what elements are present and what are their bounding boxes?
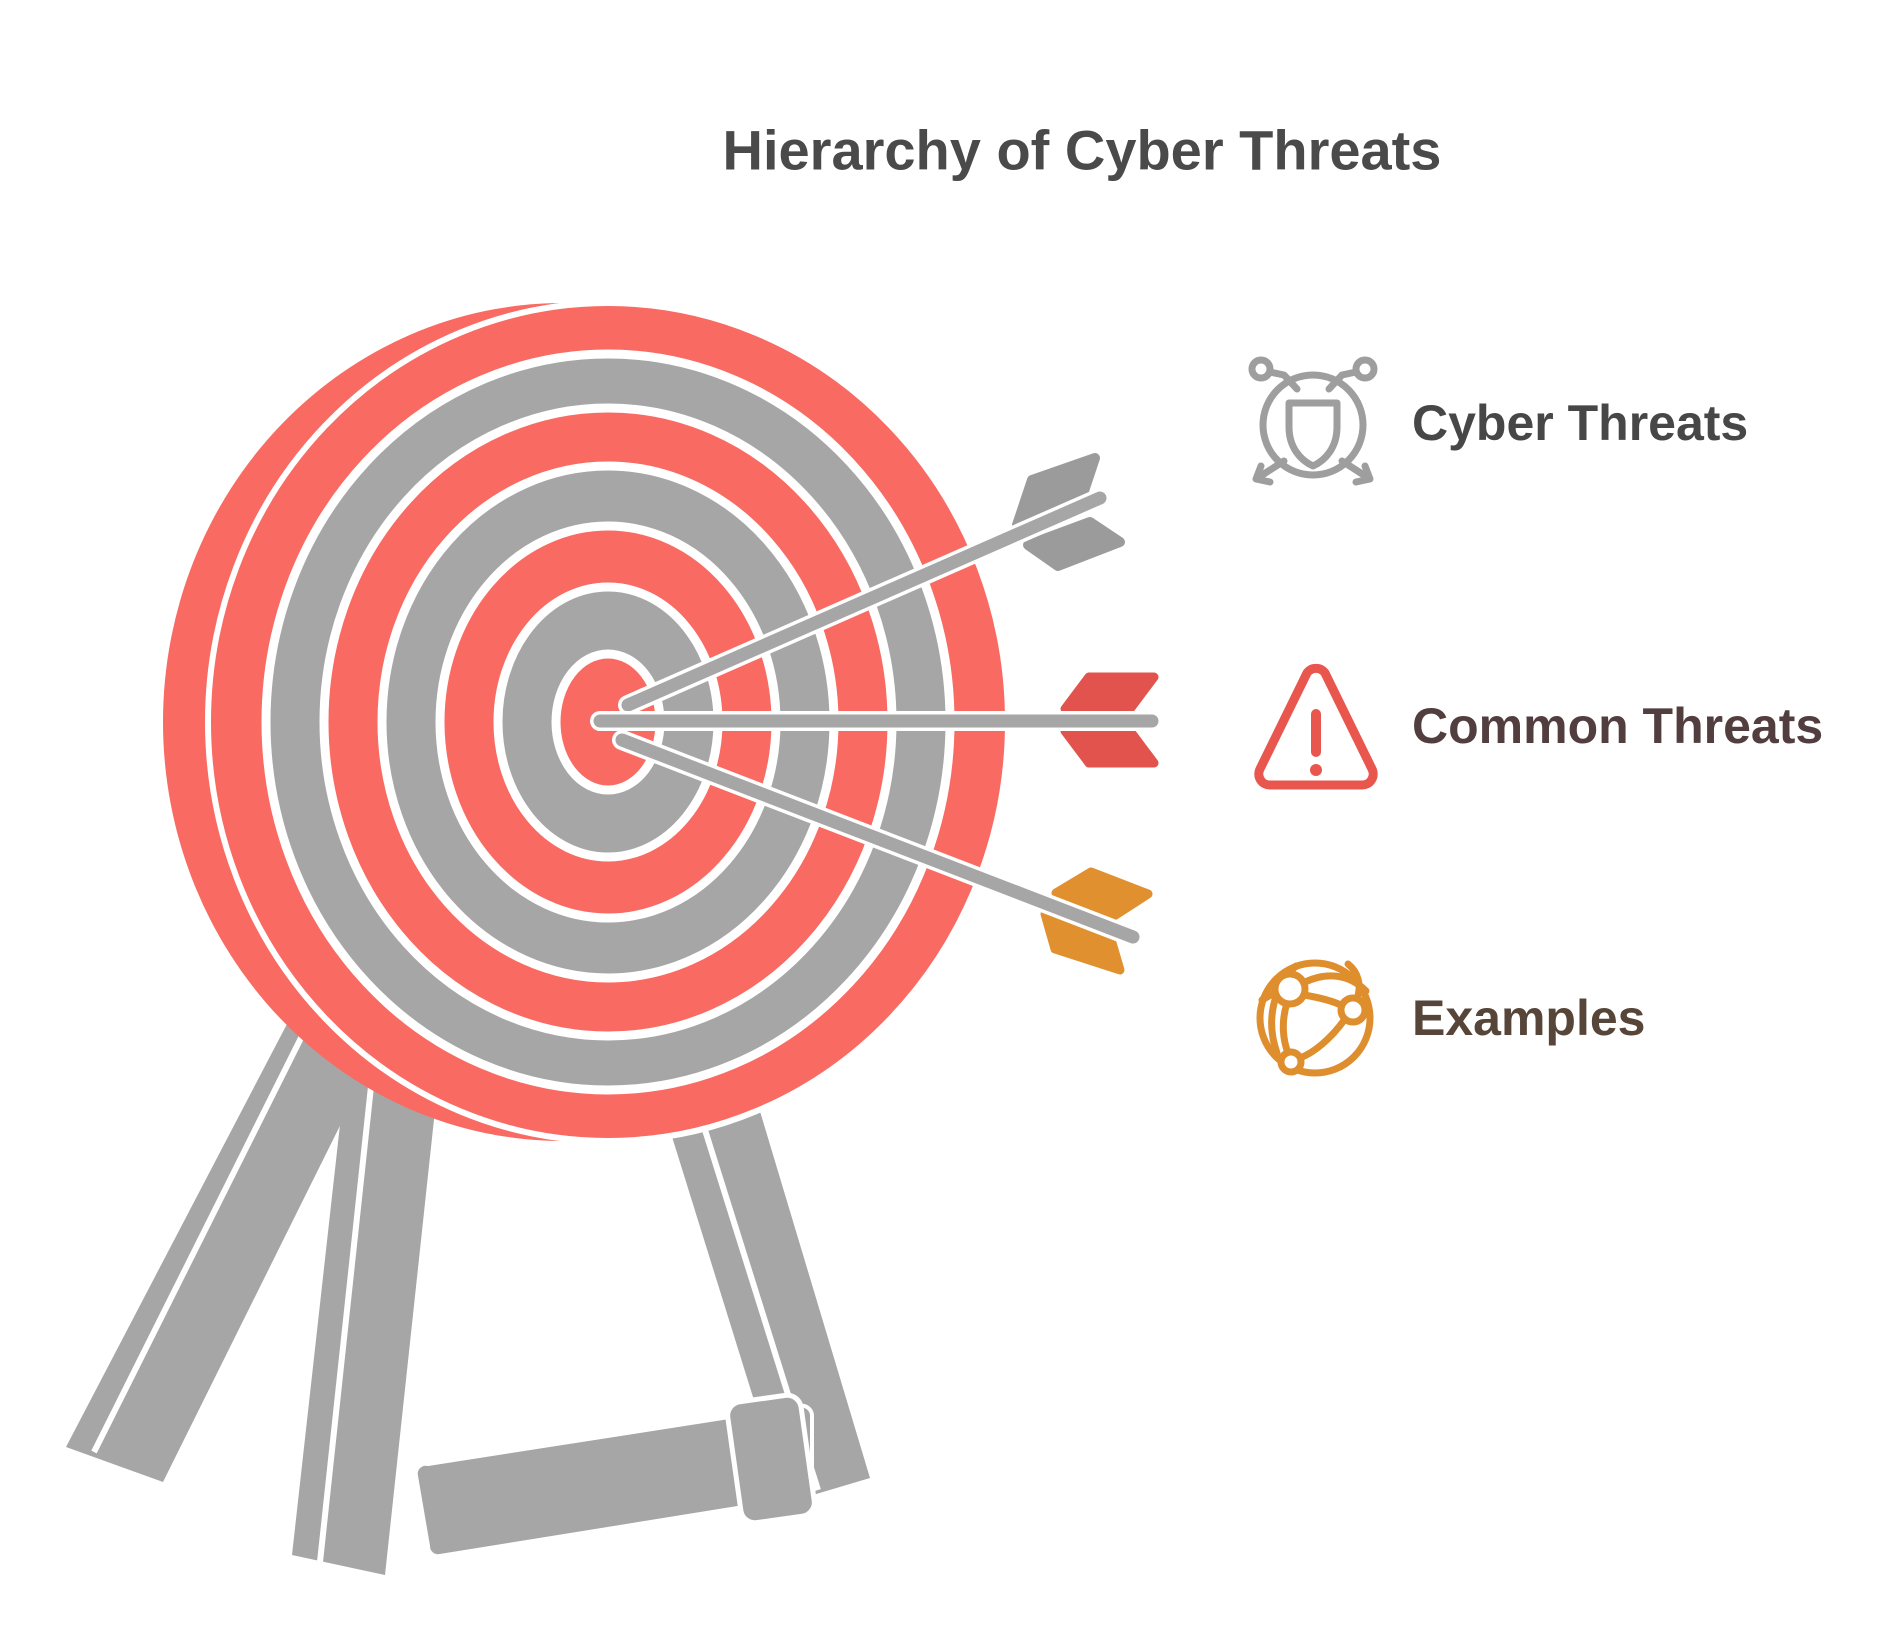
legend-item-common-threats: Common Threats (1254, 663, 1823, 790)
shield-network-icon (1248, 356, 1378, 486)
bottom-arrow (612, 730, 1153, 975)
target-stand (66, 980, 870, 1575)
bottom-arrow-shaft (615, 733, 1140, 944)
stand-middle-leg-wood (292, 1035, 442, 1575)
legend-label-examples: Examples (1412, 990, 1645, 1046)
stand-right-leg-wood (645, 1028, 870, 1503)
stand-middle-leg (292, 1035, 442, 1575)
top-arrow (618, 453, 1125, 715)
stand-crossbar (413, 1403, 814, 1559)
top-arrow-vane-lower (1023, 517, 1125, 571)
legend-item-cyber-threats: Cyber Threats (1248, 356, 1748, 486)
warning-triangle-icon (1254, 663, 1378, 790)
middle-arrow-vane-upper (1060, 672, 1159, 714)
bottom-arrow-fletching (1040, 867, 1153, 975)
stand-left-leg-stripe (91, 1006, 319, 1454)
globe-network-icon (1256, 959, 1374, 1077)
legend-label-common-threats: Common Threats (1412, 698, 1823, 754)
middle-arrow-vane-lower (1060, 726, 1159, 768)
legend-item-examples: Examples (1256, 959, 1645, 1077)
stand-left-leg (66, 980, 395, 1482)
bottom-arrow-vane-upper (1051, 867, 1153, 921)
page-title: Hierarchy of Cyber Threats (723, 119, 1442, 182)
legend-label-cyber-threats: Cyber Threats (1412, 395, 1748, 451)
stand-crossbar-end-cap (725, 1392, 817, 1526)
legend: Cyber Threats Common Threats (1248, 356, 1823, 1077)
middle-arrow (590, 672, 1162, 768)
top-arrow-shaft (621, 491, 1107, 712)
top-arrow-fletching (1012, 453, 1125, 571)
stand-middle-leg-stripe (317, 1039, 379, 1563)
stand-left-leg-wood (66, 980, 395, 1482)
middle-arrow-fletching (1060, 672, 1159, 768)
